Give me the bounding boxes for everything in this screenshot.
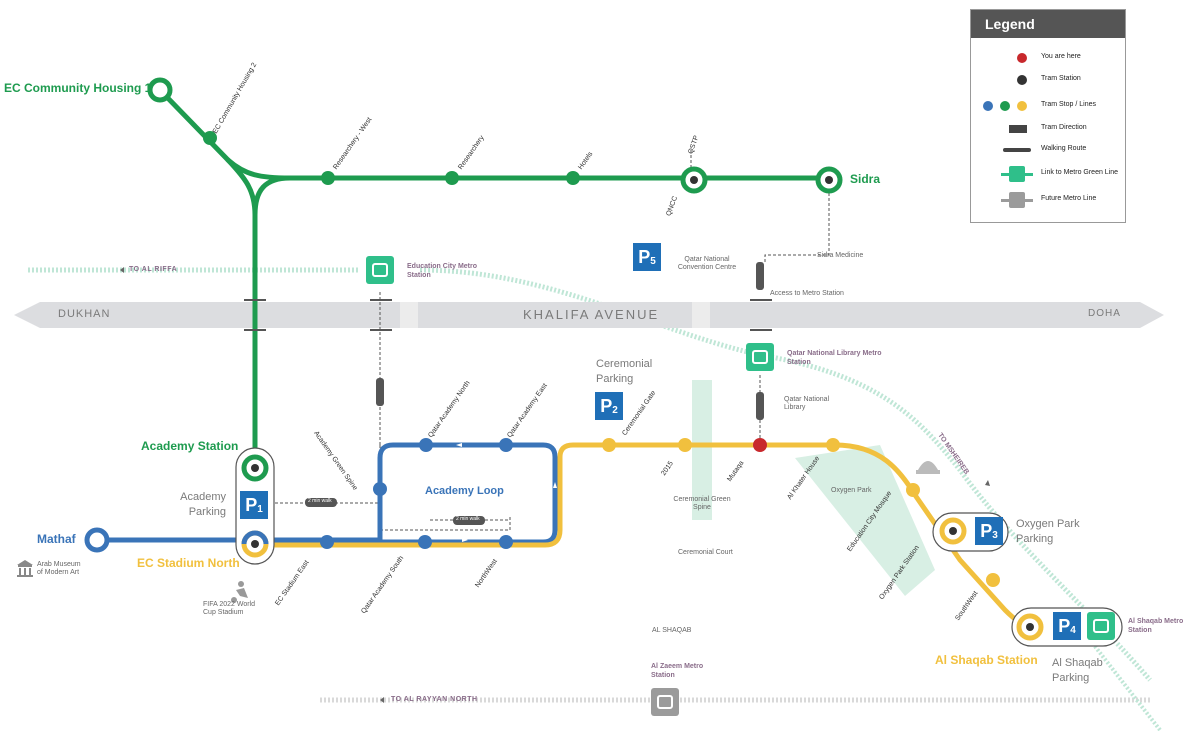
legend-metro-green: Link to Metro Green Line — [1041, 169, 1119, 176]
place-qncc: Qatar National Convention Centre — [677, 256, 737, 271]
place-qnl: Qatar National Library — [784, 396, 830, 411]
road-west-label: DUKHAN — [58, 308, 111, 320]
oxygen-park — [795, 445, 935, 596]
legend: Legend You are here Tram Station Tram St… — [970, 9, 1126, 223]
parking-p3-label: Oxygen Park Parking — [1016, 518, 1080, 545]
place-ceremonial-court: Ceremonial Court — [678, 549, 733, 556]
metro-al-zaeem-icon — [651, 688, 679, 716]
metro-education-city-icon — [366, 256, 394, 284]
tram-station-icon — [1017, 75, 1027, 85]
parking-p1-label: Academy Parking — [180, 491, 226, 518]
tram-direction-icon — [1009, 125, 1027, 133]
stop-qatar-academy-east — [499, 438, 513, 452]
stop-mutaqa-you-are-here — [753, 438, 767, 452]
legend-tram-station: Tram Station — [1041, 75, 1081, 82]
museum-icon — [17, 560, 33, 577]
parking-p4-label: Al Shaqab Parking — [1052, 657, 1103, 684]
place-ceremonial-green: Ceremonial Green Spine — [673, 496, 731, 511]
place-arab-museum: Arab Museum of Modern Art — [37, 561, 81, 576]
metro-al-shaqab-label: Al Shaqab Metro Station — [1128, 618, 1184, 634]
stop-qatar-academy-north — [419, 438, 433, 452]
walk-time-loop: 2 min walk — [456, 516, 480, 522]
stop-researchery — [445, 171, 459, 185]
metro-al-zaeem-label: Al Zaeem Metro Station — [651, 663, 704, 679]
place-fifa-stadium: FIFA 2022 World Cup Stadium — [203, 601, 256, 616]
place-access-metro: Access to Metro Station — [770, 290, 844, 297]
footballer-icon — [231, 581, 248, 603]
stop-qatar-academy-south — [418, 535, 432, 549]
mosque-icon — [916, 461, 940, 474]
walking-route-sidra — [1088, 638, 1162, 731]
stop-2015 — [678, 438, 692, 452]
metro-green-link-icon — [1009, 166, 1025, 182]
green-line-icon — [1000, 101, 1010, 111]
terminal-mathaf: Mathaf — [37, 532, 76, 546]
place-oxygen-park: Oxygen Park — [831, 487, 872, 494]
metro-education-city-label: Education City Metro Station — [407, 263, 478, 279]
stop-researchery-west — [321, 171, 335, 185]
stop-hotels — [566, 171, 580, 185]
academy-loop-label: Academy Loop — [425, 485, 504, 497]
road-east-label: DOHA — [1088, 308, 1121, 319]
road-name-label: KHALIFA AVENUE — [523, 307, 660, 322]
stop-northwest — [499, 535, 513, 549]
legend-future-metro: Future Metro Line — [1041, 195, 1097, 202]
metro-qnl-label: Qatar National Library Metro Station — [787, 350, 882, 366]
walk-time-p1: 2 min walk — [308, 498, 332, 504]
future-metro-icon — [1009, 192, 1025, 208]
ceremonial-green-spine — [692, 380, 712, 520]
legend-title: Legend — [971, 10, 1125, 38]
terminal-ec-community-housing-1: EC Community Housing 1 — [4, 81, 152, 95]
stop-academy-green-spine — [373, 482, 387, 496]
stop-ec-community-housing-2 — [203, 131, 217, 145]
walking-route-riffa-label: TO AL RIFFA — [129, 266, 178, 273]
place-sidra-medicine: Sidra Medicine — [817, 252, 864, 259]
terminal-sidra: Sidra — [850, 172, 881, 186]
khalifa-avenue-road — [14, 302, 1164, 328]
walking-route-icon — [1003, 148, 1031, 152]
stop-ceremonial-gate — [602, 438, 616, 452]
al-shaqab-station-label: Al Shaqab Station — [935, 653, 1038, 667]
stop-southwest — [986, 573, 1000, 587]
metro-al-shaqab-icon — [1087, 612, 1115, 640]
stop-ec-stadium-east — [320, 535, 334, 549]
academy-station-label: Academy Station — [141, 439, 239, 453]
blue-line-icon — [983, 101, 993, 111]
legend-you-are-here: You are here — [1041, 53, 1081, 60]
legend-tram-direction: Tram Direction — [1041, 124, 1087, 131]
stop-education-city-mosque — [906, 483, 920, 497]
yellow-line-icon — [1017, 101, 1027, 111]
ec-stadium-north-label: EC Stadium North — [137, 556, 240, 570]
walking-route-msheireb — [419, 267, 1152, 682]
stop-al-khater-house — [826, 438, 840, 452]
metro-qnl-icon — [746, 343, 774, 371]
legend-tram-stop-lines: Tram Stop / Lines — [1041, 101, 1096, 108]
walking-route-rayyan-label: TO AL RAYYAN NORTH — [391, 696, 478, 703]
legend-walking-route: Walking Route — [1041, 145, 1087, 152]
parking-p2-label: Ceremonial Parking — [596, 358, 653, 385]
station-mathaf — [84, 527, 110, 553]
stop-ec-community-housing-1 — [147, 77, 173, 103]
you-are-here-icon — [1017, 53, 1027, 63]
place-al-shaqab: AL SHAQAB — [652, 627, 692, 634]
